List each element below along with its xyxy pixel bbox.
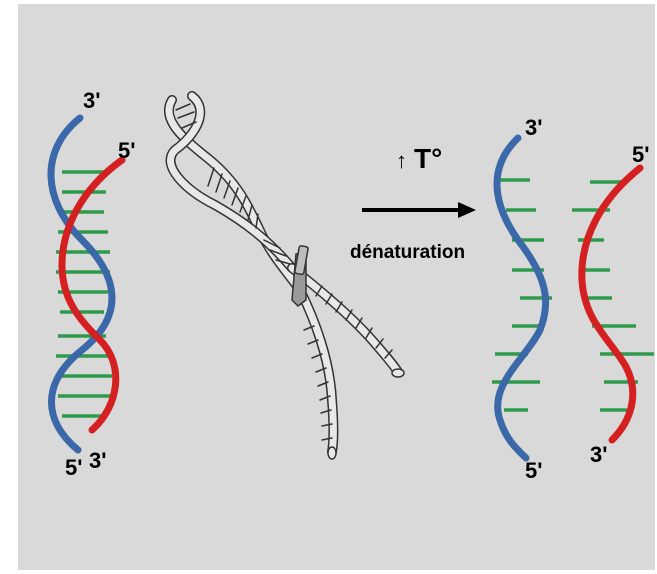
label-blue-3prime: 3'	[525, 115, 542, 140]
temperature-up-arrow: ↑	[396, 148, 407, 173]
double-helix: 3' 5' 5' 3'	[51, 88, 135, 480]
label-helix-bottom-3prime: 3'	[89, 448, 106, 473]
temperature-label: T°	[414, 143, 442, 174]
separated-strand-blue: 3' 5'	[492, 115, 552, 483]
label-helix-top-3prime: 3'	[83, 88, 100, 113]
helix-strand-blue	[51, 118, 112, 450]
process-label: dénaturation	[350, 242, 465, 263]
label-helix-bottom-5prime: 5'	[65, 455, 82, 480]
label-red-3prime: 3'	[590, 442, 607, 467]
arrow-head-icon	[458, 202, 476, 218]
dna-zipper-icon	[169, 96, 404, 459]
label-blue-5prime: 5'	[525, 458, 542, 483]
label-red-5prime: 5'	[632, 142, 649, 167]
denaturation-arrow-group: ↑ T° dénaturation	[350, 143, 476, 263]
separated-strand-red: 5' 3'	[572, 142, 654, 467]
label-helix-top-5prime: 5'	[118, 138, 135, 163]
